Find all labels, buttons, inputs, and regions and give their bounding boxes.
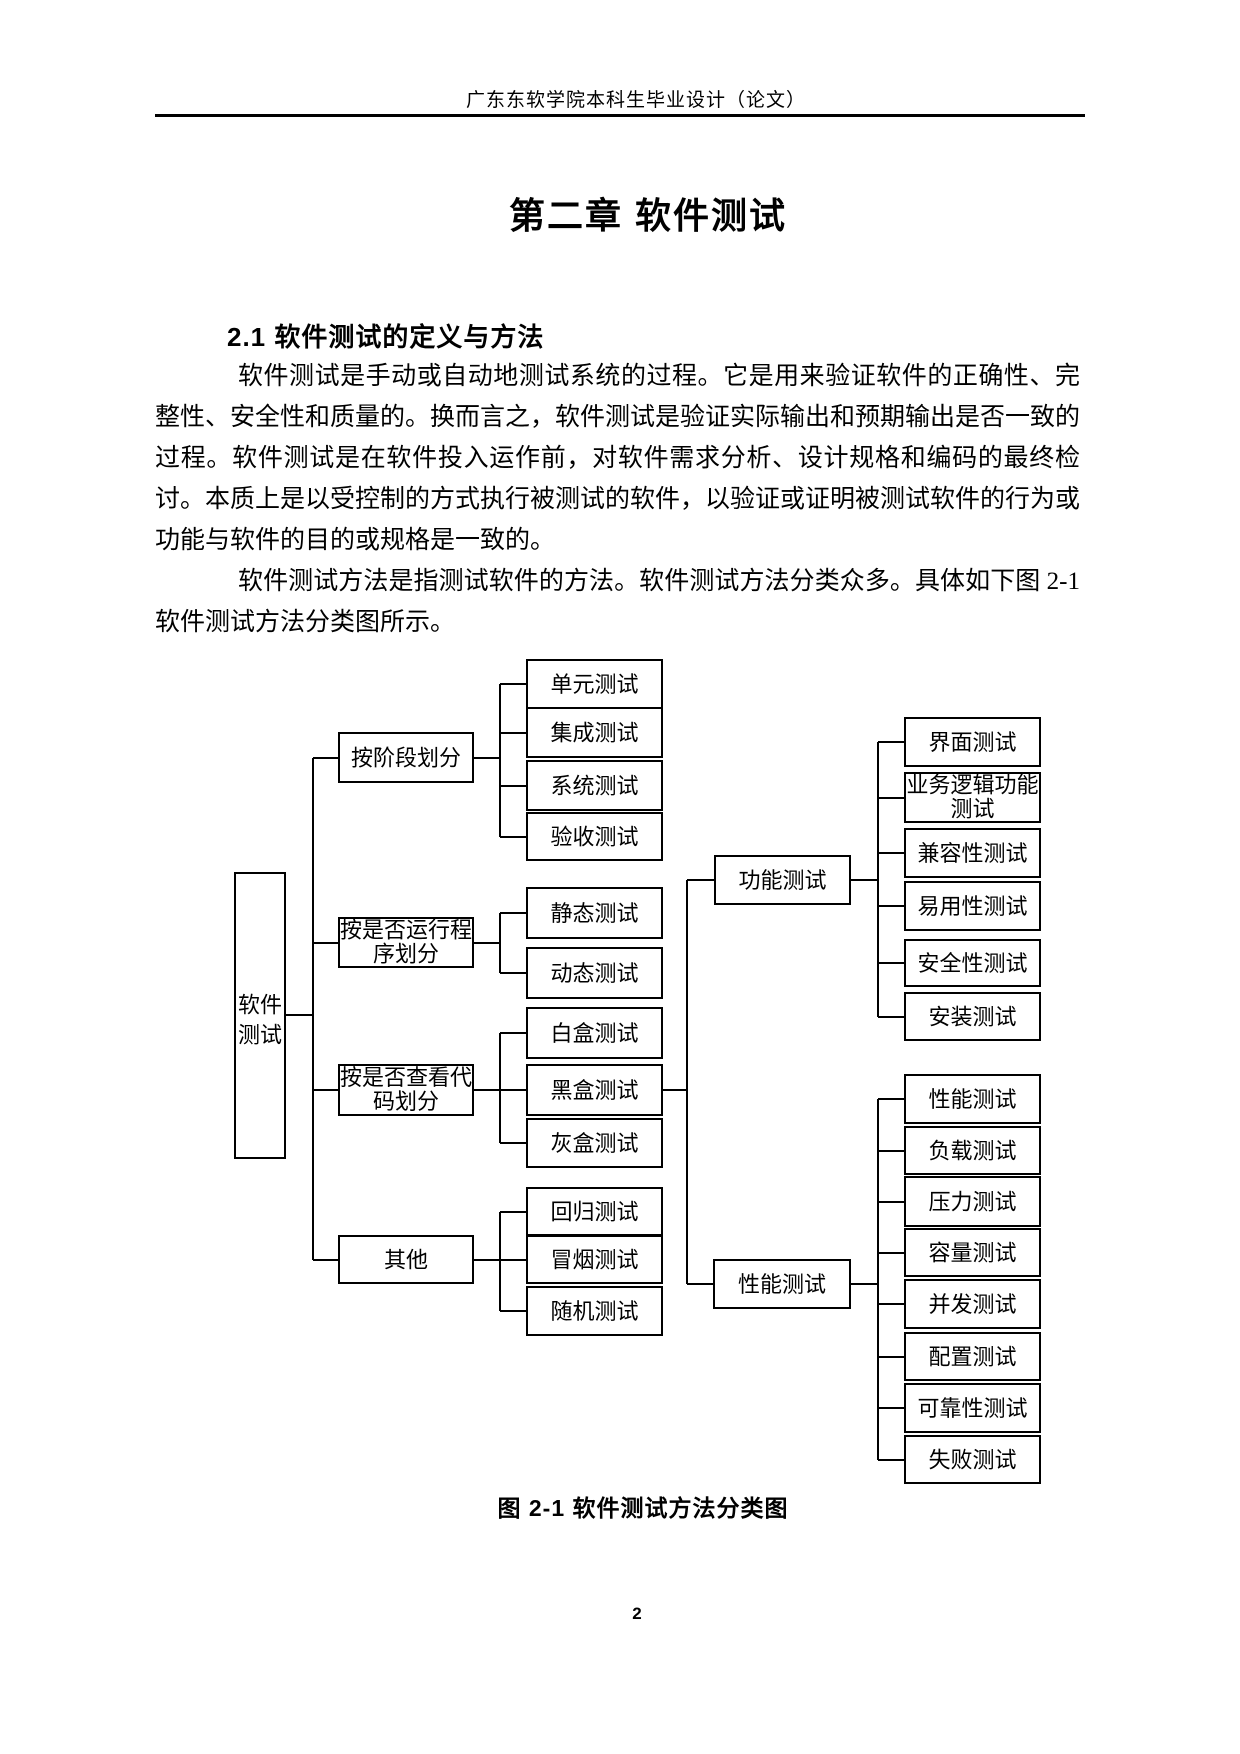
- header-divider: [155, 114, 1085, 117]
- diagram-box-label: 按阶段划分: [351, 746, 461, 771]
- diagram-box: [904, 1279, 1041, 1329]
- diagram-box-label: 功能测试: [738, 868, 826, 893]
- diagram-box-label: 界面测试: [928, 730, 1016, 755]
- diagram-box: [338, 1235, 474, 1284]
- diagram-box-label: 冒烟测试: [550, 1248, 638, 1273]
- diagram-box-label: 安全性测试: [917, 951, 1027, 976]
- diagram-box: [904, 1435, 1041, 1484]
- diagram-box-label: 动态测试: [550, 961, 638, 986]
- body-text: 软件测试是手动或自动地测试系统的过程。它是用来验证软件的正确性、完整性、安全性和…: [155, 356, 1080, 643]
- diagram-box-label: 可靠性测试: [917, 1396, 1027, 1421]
- diagram-box: [904, 939, 1041, 987]
- diagram-box: [338, 917, 474, 968]
- diagram-box-label: 验收测试: [550, 825, 638, 850]
- diagram-box-label: 其他: [384, 1248, 428, 1273]
- diagram-box: [904, 1176, 1041, 1227]
- diagram-box-label: 软件测试: [238, 993, 282, 1048]
- diagram-box-label: 兼容性测试: [917, 841, 1027, 866]
- diagram-box-label: 配置测试: [928, 1345, 1016, 1370]
- diagram-box-label: 单元测试: [550, 672, 638, 697]
- diagram-box: [526, 659, 663, 709]
- diagram-box-label: 白盒测试: [550, 1021, 638, 1046]
- figure-caption: 图 2-1 软件测试方法分类图: [497, 1495, 789, 1521]
- diagram-box: [904, 881, 1041, 931]
- diagram-box-label: 集成测试: [550, 721, 638, 746]
- diagram-box-label: 业务逻辑功能测试: [906, 773, 1038, 822]
- diagram-box-label: 按是否运行程序划分: [340, 918, 472, 967]
- diagram-box-label: 系统测试: [550, 774, 638, 799]
- page-header: 广东东软学院本科生毕业设计（论文）: [465, 90, 806, 111]
- diagram-box-label: 性能测试: [738, 1272, 826, 1297]
- diagram-box: [526, 887, 663, 939]
- diagram-box-label: 易用性测试: [917, 894, 1027, 919]
- diagram-box-label: 回归测试: [550, 1200, 638, 1225]
- diagram-box: [526, 1187, 663, 1236]
- diagram-box: [714, 855, 851, 905]
- diagram-box-label: 黑盒测试: [550, 1078, 638, 1103]
- diagram-box-label: 按是否查看代码划分: [340, 1065, 472, 1114]
- diagram-box: [338, 1064, 474, 1116]
- diagram-box: [526, 1286, 663, 1336]
- section-heading: 2.1 软件测试的定义与方法: [227, 322, 545, 352]
- body-paragraph: 软件测试方法是指测试软件的方法。软件测试方法分类众多。具体如下图 2-1 软件测…: [155, 568, 1080, 636]
- diagram-box-label: 失败测试: [928, 1448, 1016, 1473]
- diagram-box: [234, 872, 286, 1159]
- diagram-box-label: 性能测试: [928, 1087, 1016, 1112]
- diagram-box: [526, 760, 663, 811]
- diagram-box-label: 压力测试: [928, 1190, 1016, 1215]
- diagram-box-label: 静态测试: [550, 901, 638, 926]
- diagram-box: [904, 828, 1041, 878]
- diagram-box: [526, 1118, 663, 1168]
- diagram-box: [904, 717, 1041, 767]
- diagram-box: [904, 1383, 1041, 1433]
- diagram-box: [526, 1007, 663, 1059]
- diagram-box-label: 负载测试: [928, 1139, 1016, 1164]
- diagram-box: [713, 1259, 851, 1309]
- diagram-box-label: 并发测试: [928, 1292, 1016, 1317]
- diagram-box-label: 安装测试: [928, 1005, 1016, 1030]
- body-paragraph: 软件测试是手动或自动地测试系统的过程。它是用来验证软件的正确性、完整性、安全性和…: [155, 363, 1081, 554]
- diagram-box: [904, 1074, 1041, 1124]
- diagram-box: [526, 812, 663, 861]
- diagram-box: [526, 1064, 663, 1116]
- diagram-box: [904, 772, 1041, 823]
- diagram-box-label: 容量测试: [928, 1241, 1016, 1266]
- diagram-box: [526, 707, 663, 758]
- diagram-box-label: 随机测试: [550, 1299, 638, 1324]
- diagram-box: [904, 1126, 1041, 1175]
- diagram-box: [904, 992, 1041, 1041]
- page-number: 2: [632, 1604, 642, 1623]
- diagram-box: [526, 1235, 663, 1284]
- chapter-title: 第二章 软件测试: [508, 195, 787, 236]
- diagram-box: [338, 732, 474, 783]
- diagram-box: [526, 947, 663, 999]
- diagram-box-label: 灰盒测试: [550, 1131, 638, 1156]
- diagram-box: [904, 1332, 1041, 1381]
- diagram-box: [904, 1228, 1041, 1277]
